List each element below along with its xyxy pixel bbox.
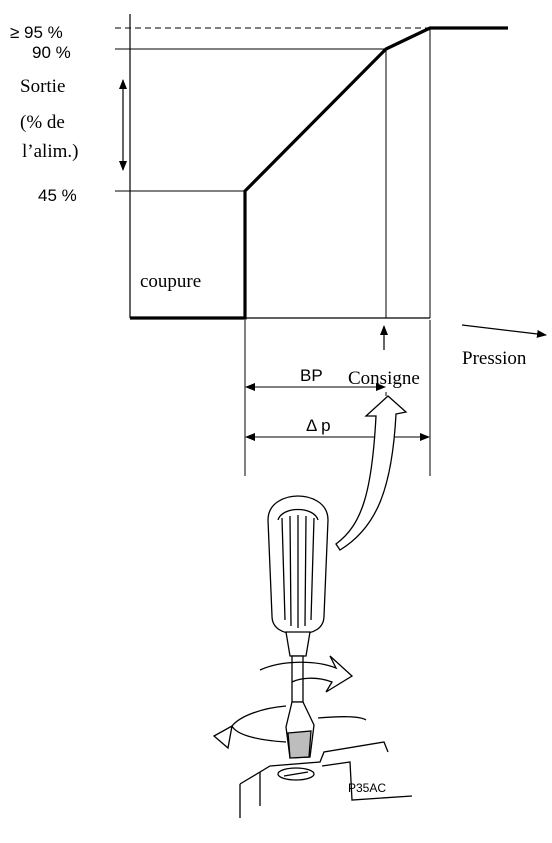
- label-90-percent: 90 %: [32, 43, 71, 62]
- output-label-line3: l’alim.): [22, 141, 78, 162]
- cutoff-label: coupure: [140, 271, 201, 292]
- reference-lines: [115, 27, 431, 318]
- rotation-arrow-upper-icon: [259, 655, 354, 693]
- adjustment-curved-arrow: [335, 395, 408, 551]
- screwdriver-ferrule: [285, 631, 311, 657]
- delta-p-label: Δ p: [306, 416, 331, 435]
- screwdriver-icon: [267, 495, 329, 759]
- pressure-label: Pression: [462, 348, 527, 369]
- label-45-percent: 45 %: [38, 186, 77, 205]
- output-curve: [130, 26, 508, 320]
- label-95-percent: ≥ 95 %: [10, 23, 63, 42]
- screwdriver-blade-tip: [287, 730, 312, 759]
- dimension-lines: [244, 320, 431, 476]
- device-housing: [239, 741, 413, 818]
- setpoint-label: Consigne: [348, 368, 420, 389]
- bp-label: BP: [300, 366, 323, 385]
- pressure-axis-arrow: [461, 324, 547, 338]
- output-label-line2: (% de: [20, 112, 65, 133]
- output-label-line1: Sortie: [20, 76, 65, 97]
- rotation-arrow-lower-icon: [212, 705, 367, 750]
- figure-code: P35AC: [348, 781, 386, 795]
